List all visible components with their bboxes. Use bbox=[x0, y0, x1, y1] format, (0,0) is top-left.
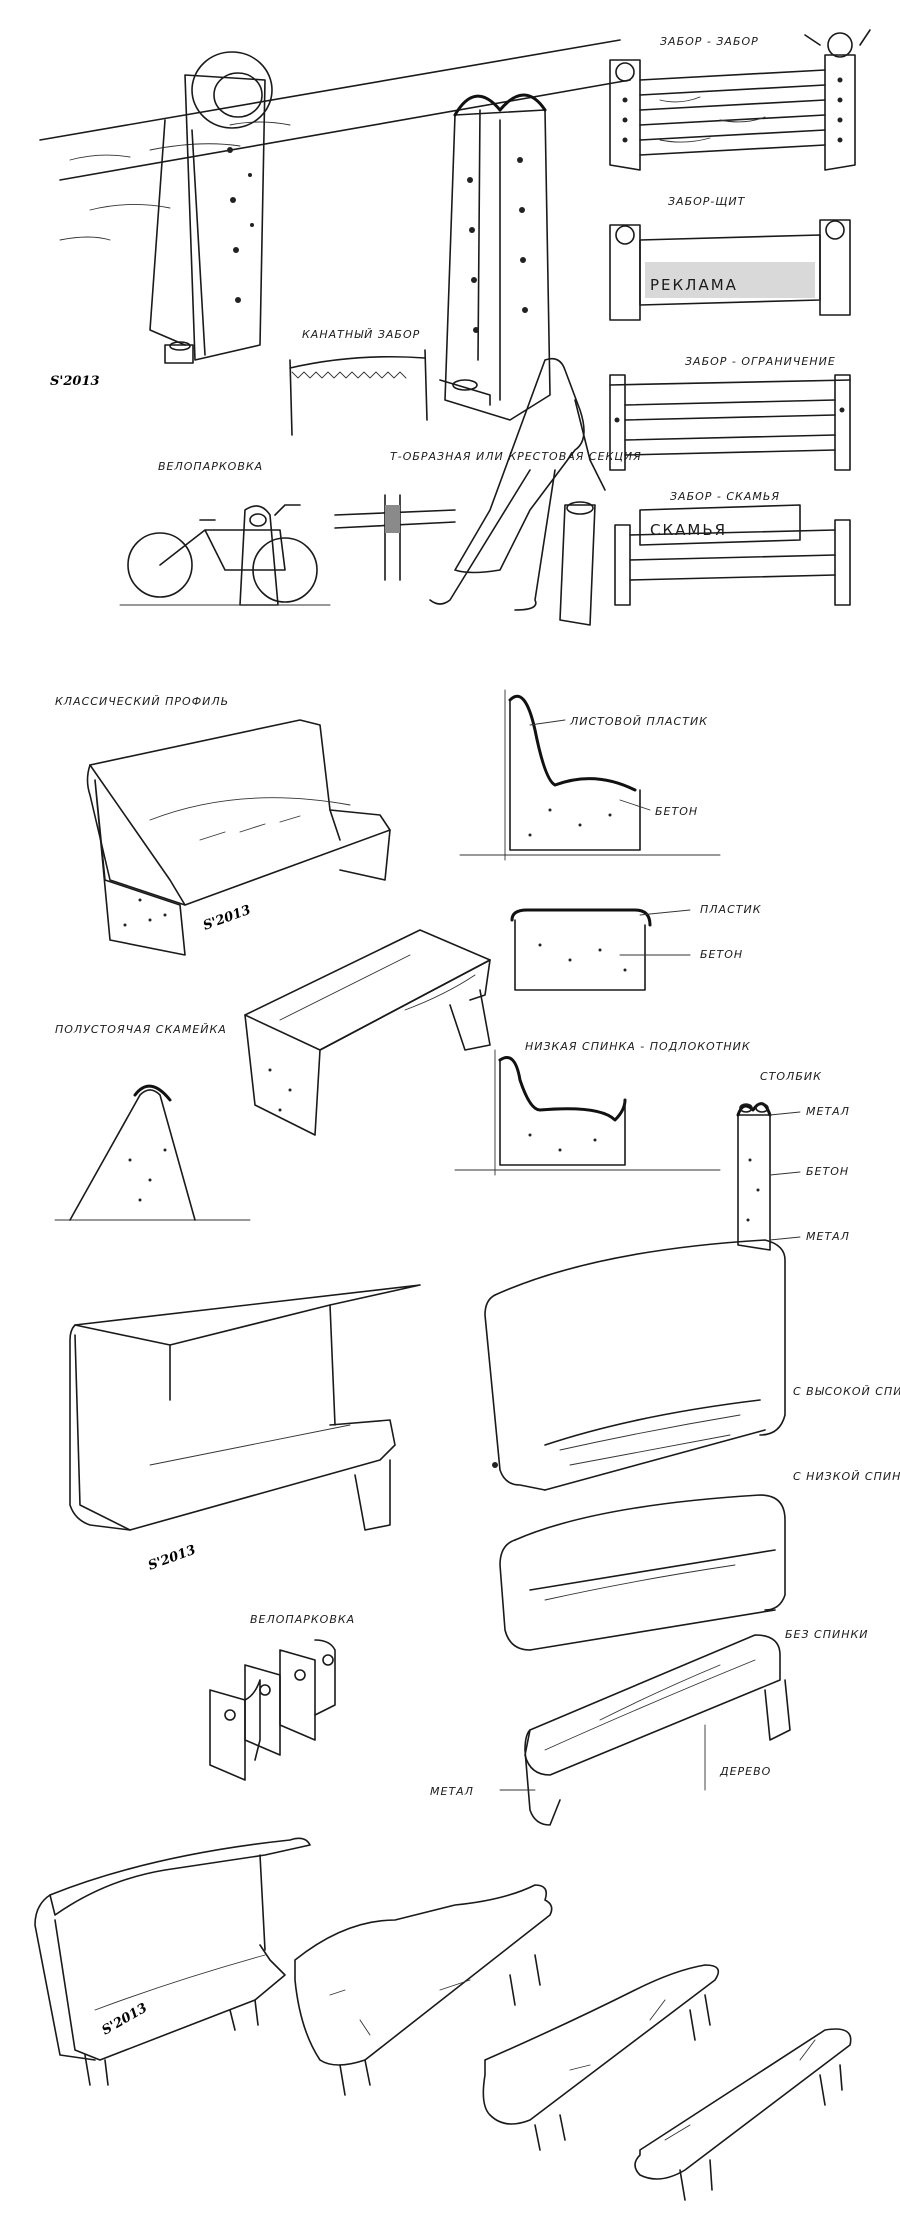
label-rope-fence: КАНАТНЫЙ ЗАБОР bbox=[302, 328, 420, 341]
flat-bench bbox=[634, 2028, 852, 2201]
bike-rack-plates bbox=[209, 1639, 336, 1781]
profile-section-1 bbox=[459, 689, 721, 861]
low-back-bench bbox=[499, 1494, 786, 1651]
advert-word: РЕКЛАМА bbox=[650, 276, 738, 294]
label-fence-shield: ЗАБОР-ЩИТ bbox=[668, 195, 746, 208]
label-post: СТОЛБИК bbox=[760, 1070, 822, 1083]
label-classic-profile: КЛАССИЧЕСКИЙ ПРОФИЛЬ bbox=[55, 695, 229, 708]
half-standing-bench bbox=[54, 1084, 251, 1221]
classic-profile-bench: S'2013 bbox=[86, 719, 391, 956]
low-slab-bench bbox=[244, 929, 491, 1136]
label-concrete-1: БЕТОН bbox=[655, 805, 698, 818]
label-half-standing: ПОЛУСТОЯЧАЯ СКАМЕЙКА bbox=[55, 1023, 227, 1036]
label-fence-fence: ЗАБОР - ЗАБОР bbox=[660, 35, 759, 48]
label-concrete-3: БЕТОН bbox=[806, 1165, 849, 1178]
low-back-section bbox=[454, 1049, 721, 1176]
walking-person bbox=[429, 357, 606, 626]
label-plastic: ПЛАСТИК bbox=[700, 903, 762, 916]
fence-fence bbox=[609, 29, 871, 171]
concrete-post bbox=[736, 1102, 801, 1251]
label-fence-bench: ЗАБОР - СКАМЬЯ bbox=[670, 490, 780, 503]
label-bike-parking-2: ВЕЛОПАРКОВКА bbox=[250, 1613, 355, 1626]
rope-fence-post-small bbox=[439, 93, 551, 421]
bike-with-post bbox=[119, 504, 331, 606]
label-fence-barrier: ЗАБОР - ОГРАНИЧЕНИЕ bbox=[685, 355, 836, 368]
label-metal-3: МЕТАЛ bbox=[430, 1785, 474, 1798]
label-low-back: НИЗКАЯ СПИНКА - ПОДЛОКОТНИК bbox=[525, 1040, 751, 1053]
signature-1: S'2013 bbox=[50, 374, 100, 389]
fence-bench: СКАМЬЯ bbox=[614, 504, 851, 606]
label-metal-1: МЕТАЛ bbox=[806, 1105, 850, 1118]
signature-2: S'2013 bbox=[201, 903, 253, 934]
t-section-post bbox=[334, 494, 456, 581]
rope-fence-small bbox=[289, 349, 428, 436]
fence-barrier bbox=[609, 374, 851, 471]
label-t-section: Т-ОБРАЗНАЯ ИЛИ КРЕСТОВАЯ СЕКЦИЯ bbox=[390, 450, 642, 463]
wavy-bench-2 bbox=[482, 1964, 720, 2151]
label-wood: ДЕРЕВО bbox=[719, 1765, 771, 1778]
label-high-back: С ВЫСОКОЙ СПИНКОЙ bbox=[793, 1385, 900, 1398]
fence-shield: РЕКЛАМА bbox=[609, 219, 851, 321]
long-canopy-bench: S'2013 bbox=[34, 1837, 311, 2086]
label-low-back-2: С НИЗКОЙ СПИНКОЙ bbox=[793, 1470, 900, 1483]
signature-3: S'2013 bbox=[146, 1543, 198, 1574]
signature-4: S'2013 bbox=[100, 2001, 150, 2039]
wavy-bench-1 bbox=[294, 1884, 553, 2096]
label-no-back: БЕЗ СПИНКИ bbox=[785, 1628, 869, 1641]
label-bike-parking-top: ВЕЛОПАРКОВКА bbox=[158, 460, 263, 473]
label-metal-2: МЕТАЛ bbox=[806, 1230, 850, 1243]
bench-word: СКАМЬЯ bbox=[650, 521, 727, 539]
label-concrete-2: БЕТОН bbox=[700, 948, 743, 961]
canopy-bench: S'2013 bbox=[69, 1284, 421, 1574]
high-back-bench bbox=[484, 1239, 786, 1491]
plastic-concrete-section bbox=[510, 908, 691, 991]
label-sheet-plastic: ЛИСТОВОЙ ПЛАСТИК bbox=[569, 715, 708, 728]
no-back-bench bbox=[524, 1634, 791, 1826]
rope-fence-post-large: S'2013 bbox=[39, 39, 631, 389]
